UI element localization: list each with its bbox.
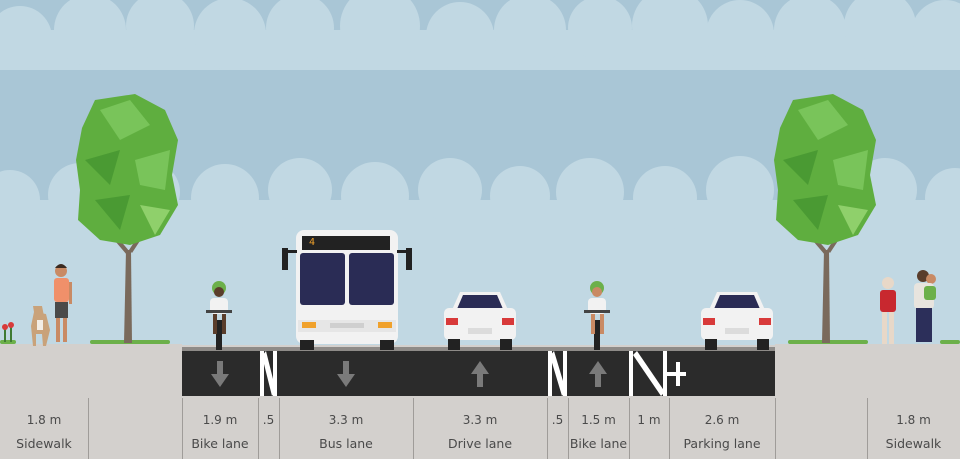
segment-width: 1.8 m (26, 413, 62, 427)
clouds-upper (0, 0, 960, 70)
pedestrian-left (54, 264, 72, 342)
divider (258, 398, 259, 459)
segment-name: Bus lane (319, 436, 373, 451)
divider (547, 398, 548, 459)
segment-width: .5 (262, 413, 275, 427)
cyclist-left (206, 281, 232, 350)
segment-name: Sidewalk (885, 436, 942, 451)
sidewalk-left (0, 344, 182, 459)
divider (775, 398, 776, 459)
divider (279, 398, 280, 459)
segment-width: 3.3 m (462, 413, 498, 427)
down-arrow-icon (337, 361, 355, 387)
segment-buffer-right[interactable]: .5 (547, 396, 568, 459)
buffer-marking-right (548, 351, 567, 396)
segment-bike-lane-right[interactable]: 1.5 m Bike lane (568, 396, 629, 459)
segment-width: 1.8 m (896, 413, 931, 427)
segment-parking-lane[interactable]: 2.6 m Parking lane (669, 396, 775, 459)
bus-route-sign: 4 (309, 237, 316, 248)
segment-width: 3.3 m (328, 413, 364, 427)
dog (31, 306, 50, 346)
segment-sidewalk-right[interactable]: 1.8 m Sidewalk (867, 396, 960, 459)
down-arrow-icon (211, 361, 229, 387)
segment-buffer-left[interactable]: .5 (258, 396, 279, 459)
up-arrow-icon (589, 361, 607, 387)
parked-car (701, 292, 773, 350)
segment-name: Parking lane (683, 436, 761, 451)
cyclist-right (584, 281, 610, 350)
tree-left (76, 94, 178, 343)
segment-width: .5 (551, 413, 564, 427)
segment-bus-lane[interactable]: 3.3 m Bus lane (279, 396, 413, 459)
segment-sidewalk-left[interactable]: 1.8 m Sidewalk (0, 396, 88, 459)
divider (867, 398, 868, 459)
segment-name: Sidewalk (16, 436, 72, 451)
tree-right (774, 94, 876, 343)
segment-width: 1.9 m (202, 413, 238, 427)
pedestrian-right-1 (880, 277, 896, 344)
divider (669, 398, 670, 459)
parking-buffer-marking (629, 351, 686, 396)
buffer-marking-left (258, 351, 279, 396)
divider (182, 398, 183, 459)
segment-planting-right[interactable] (775, 396, 867, 459)
car-drive-lane (444, 292, 516, 350)
segment-width: 2.6 m (704, 413, 740, 427)
flowers (2, 322, 14, 342)
divider (413, 398, 414, 459)
pedestrian-right-2 (914, 270, 936, 342)
segment-planting-left[interactable] (88, 396, 182, 459)
up-arrow-icon (471, 361, 489, 387)
divider (88, 398, 89, 459)
segment-width: 1 m (637, 413, 661, 427)
segment-parking-buffer[interactable]: 1 m (629, 396, 669, 459)
segment-drive-lane[interactable]: 3.3 m Drive lane (413, 396, 547, 459)
divider (629, 398, 630, 459)
segment-name: Drive lane (447, 436, 513, 451)
segment-name: Bike lane (569, 436, 628, 451)
divider (568, 398, 569, 459)
segment-name: Bike lane (191, 436, 249, 451)
bus (282, 230, 412, 350)
segment-width: 1.5 m (581, 413, 616, 427)
segment-bike-lane-left[interactable]: 1.9 m Bike lane (182, 396, 258, 459)
